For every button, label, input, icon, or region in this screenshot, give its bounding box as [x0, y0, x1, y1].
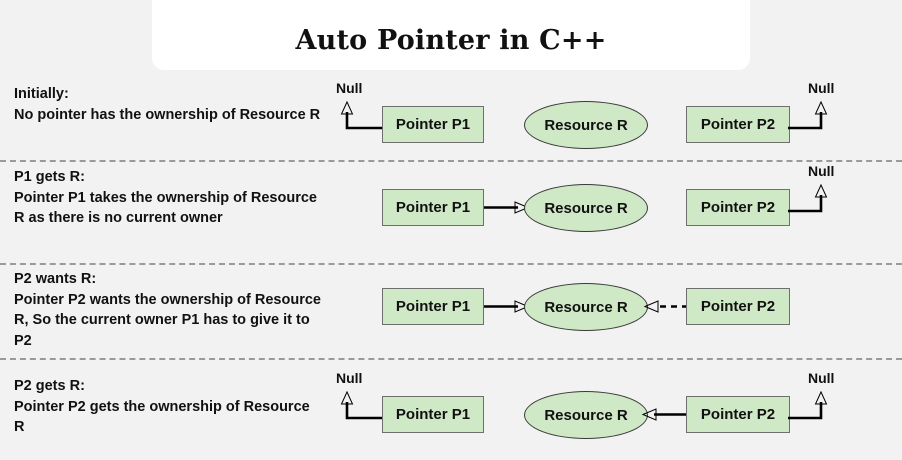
resource-r-node: Resource R — [524, 391, 648, 439]
resource-r-node: Resource R — [524, 283, 648, 331]
row-body-text: No pointer has the ownership of Resource… — [14, 106, 321, 123]
resource-r-label: Resource R — [544, 406, 628, 424]
row-lead-text: P1 gets R: — [14, 169, 85, 185]
pointer-p1-node: Pointer P1 — [382, 106, 484, 143]
pointer-p1-node: Pointer P1 — [382, 396, 484, 433]
resource-r-node: Resource R — [524, 184, 648, 232]
row-lead-text: P2 wants R: — [14, 271, 97, 287]
row-description: P2 wants R: Pointer P2 wants the ownersh… — [14, 269, 324, 351]
row-divider-1 — [0, 160, 902, 162]
null-label-p2: Null — [808, 163, 835, 179]
pointer-p1-label: Pointer P1 — [395, 199, 471, 216]
diagram-row-p1-gets-r: P1 gets R: Pointer P1 takes the ownershi… — [0, 163, 902, 263]
row-divider-2 — [0, 263, 902, 265]
pointer-p1-label: Pointer P1 — [395, 406, 471, 423]
resource-r-label: Resource R — [544, 116, 628, 134]
pointer-p1-label: Pointer P1 — [395, 116, 471, 133]
pointer-p2-node: Pointer P2 — [686, 288, 790, 325]
null-label-p2: Null — [808, 80, 835, 96]
resource-r-label: Resource R — [544, 199, 628, 217]
pointer-p2-node: Pointer P2 — [686, 189, 790, 226]
row-description: P2 gets R: Pointer P2 gets the ownership… — [14, 376, 324, 438]
resource-r-node: Resource R — [524, 101, 648, 149]
pointer-p2-label: Pointer P2 — [700, 199, 776, 216]
pointer-p1-node: Pointer P1 — [382, 189, 484, 226]
pointer-p2-label: Pointer P2 — [700, 406, 776, 423]
row-body-text: Pointer P1 takes the ownership of Resour… — [14, 189, 317, 227]
row-diagram: Null Pointer P1 Resource R Pointer P2 Nu… — [324, 80, 902, 160]
diagram-row-initially: Initially: No pointer has the ownership … — [0, 80, 902, 160]
pointer-p2-label: Pointer P2 — [700, 298, 776, 315]
pointer-p2-label: Pointer P2 — [700, 116, 776, 133]
p2-null-arrow — [788, 183, 828, 213]
row-description: Initially: No pointer has the ownership … — [14, 84, 324, 125]
pointer-p2-node: Pointer P2 — [686, 106, 790, 143]
diagram-row-p2-wants-r: P2 wants R: Pointer P2 wants the ownersh… — [0, 266, 902, 358]
null-label-p2: Null — [808, 370, 835, 386]
p2-null-arrow — [788, 390, 828, 420]
resource-r-label: Resource R — [544, 298, 628, 316]
row-body-text: Pointer P2 wants the ownership of Resour… — [14, 291, 321, 349]
null-label-p1: Null — [336, 370, 363, 386]
row-diagram: Pointer P1 Resource R Pointer P2 Null — [324, 163, 902, 263]
row-diagram: Pointer P1 Resource R Pointer P2 — [324, 266, 902, 358]
row-body-text: Pointer P2 gets the ownership of Resourc… — [14, 398, 310, 436]
diagram-row-p2-gets-r: P2 gets R: Pointer P2 gets the ownership… — [0, 370, 902, 460]
p2-null-arrow — [788, 100, 828, 130]
p2-to-resource-arrow — [641, 408, 688, 421]
pointer-p1-label: Pointer P1 — [395, 298, 471, 315]
pointer-p2-node: Pointer P2 — [686, 396, 790, 433]
null-label-p1: Null — [336, 80, 363, 96]
row-diagram: Null Pointer P1 Resource R Pointer P2 Nu… — [324, 370, 902, 460]
row-divider-3 — [0, 358, 902, 360]
row-description: P1 gets R: Pointer P1 takes the ownershi… — [14, 167, 324, 229]
row-lead-text: P2 gets R: — [14, 378, 85, 394]
row-lead-text: Initially: — [14, 86, 69, 102]
title-panel: Auto Pointer in C++ — [152, 0, 750, 70]
p2-to-resource-dashed-arrow — [643, 300, 688, 313]
page-title: Auto Pointer in C++ — [295, 25, 607, 56]
pointer-p1-node: Pointer P1 — [382, 288, 484, 325]
